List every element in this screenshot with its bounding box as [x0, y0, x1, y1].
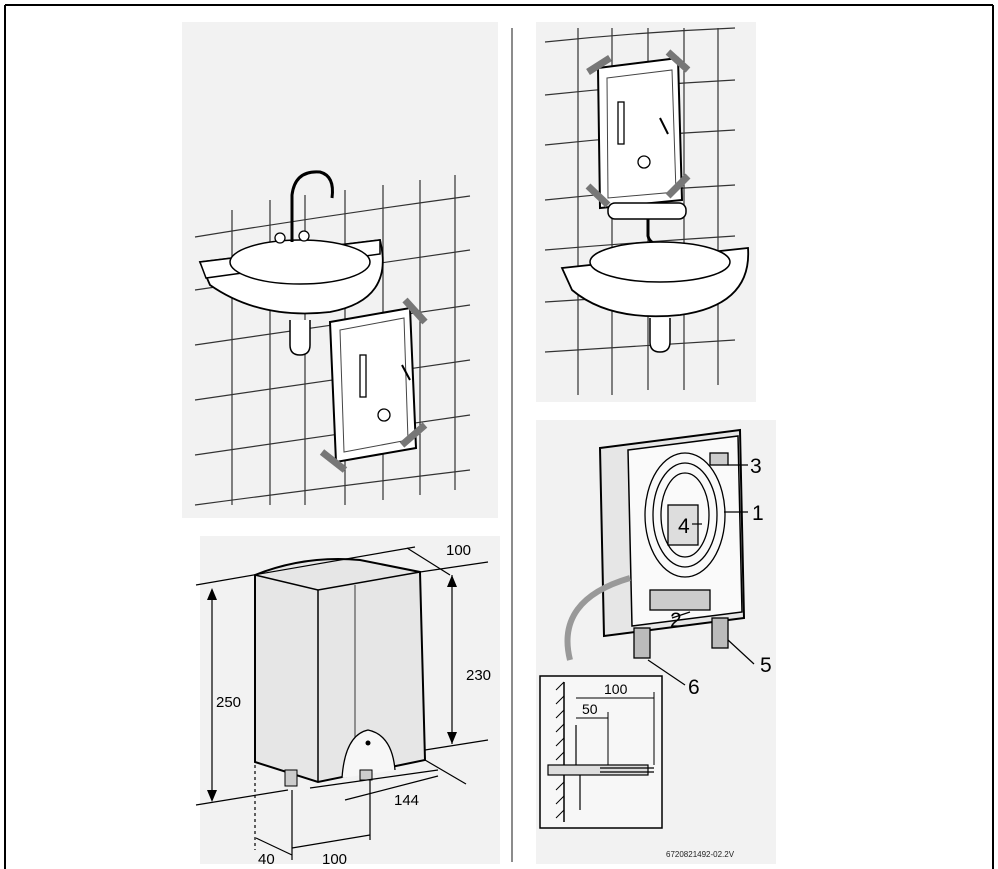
detail-dim-inner: 50: [582, 701, 598, 717]
callout-4: 4: [678, 515, 690, 538]
dimension-arrows: [207, 575, 457, 802]
sink-basin-right: [560, 202, 749, 353]
sink-over-install: [544, 27, 749, 395]
dim-width-bottom: 144: [394, 792, 419, 809]
callout-3: 3: [750, 455, 762, 478]
sink-under-install: [194, 170, 471, 506]
dim-offset-left: 40: [258, 851, 275, 868]
sink-basin-left: [198, 170, 384, 356]
callout-1: 1: [752, 502, 764, 525]
callout-leaders: [647, 464, 755, 686]
mounting-template-left: [319, 297, 428, 473]
drawing-code: 6720821492-02.2V: [666, 850, 735, 859]
unit-dimension-drawing: 100 250 230 144 40 100: [195, 542, 491, 868]
dim-height-inner: 230: [466, 667, 491, 684]
callout-6: 6: [688, 676, 700, 699]
wall-hatch: [555, 681, 565, 819]
open-unit-detail: 3 1 4 2 5 6: [539, 428, 772, 859]
callout-5: 5: [760, 654, 772, 677]
magnifier-curve: [564, 575, 631, 661]
heater-body: [254, 558, 427, 787]
page-frame: [4, 4, 994, 869]
dimension-lines: [195, 546, 489, 860]
callout-2: 2: [670, 609, 682, 632]
mounting-template-right: [585, 49, 691, 210]
dim-spacing-bottom: 100: [322, 851, 347, 868]
detail-dim-outer: 100: [604, 681, 628, 697]
cable-detail-box: 100 50: [539, 675, 663, 829]
dim-depth-top: 100: [446, 542, 471, 559]
open-heater: [598, 428, 746, 659]
dim-height-total: 250: [216, 694, 241, 711]
